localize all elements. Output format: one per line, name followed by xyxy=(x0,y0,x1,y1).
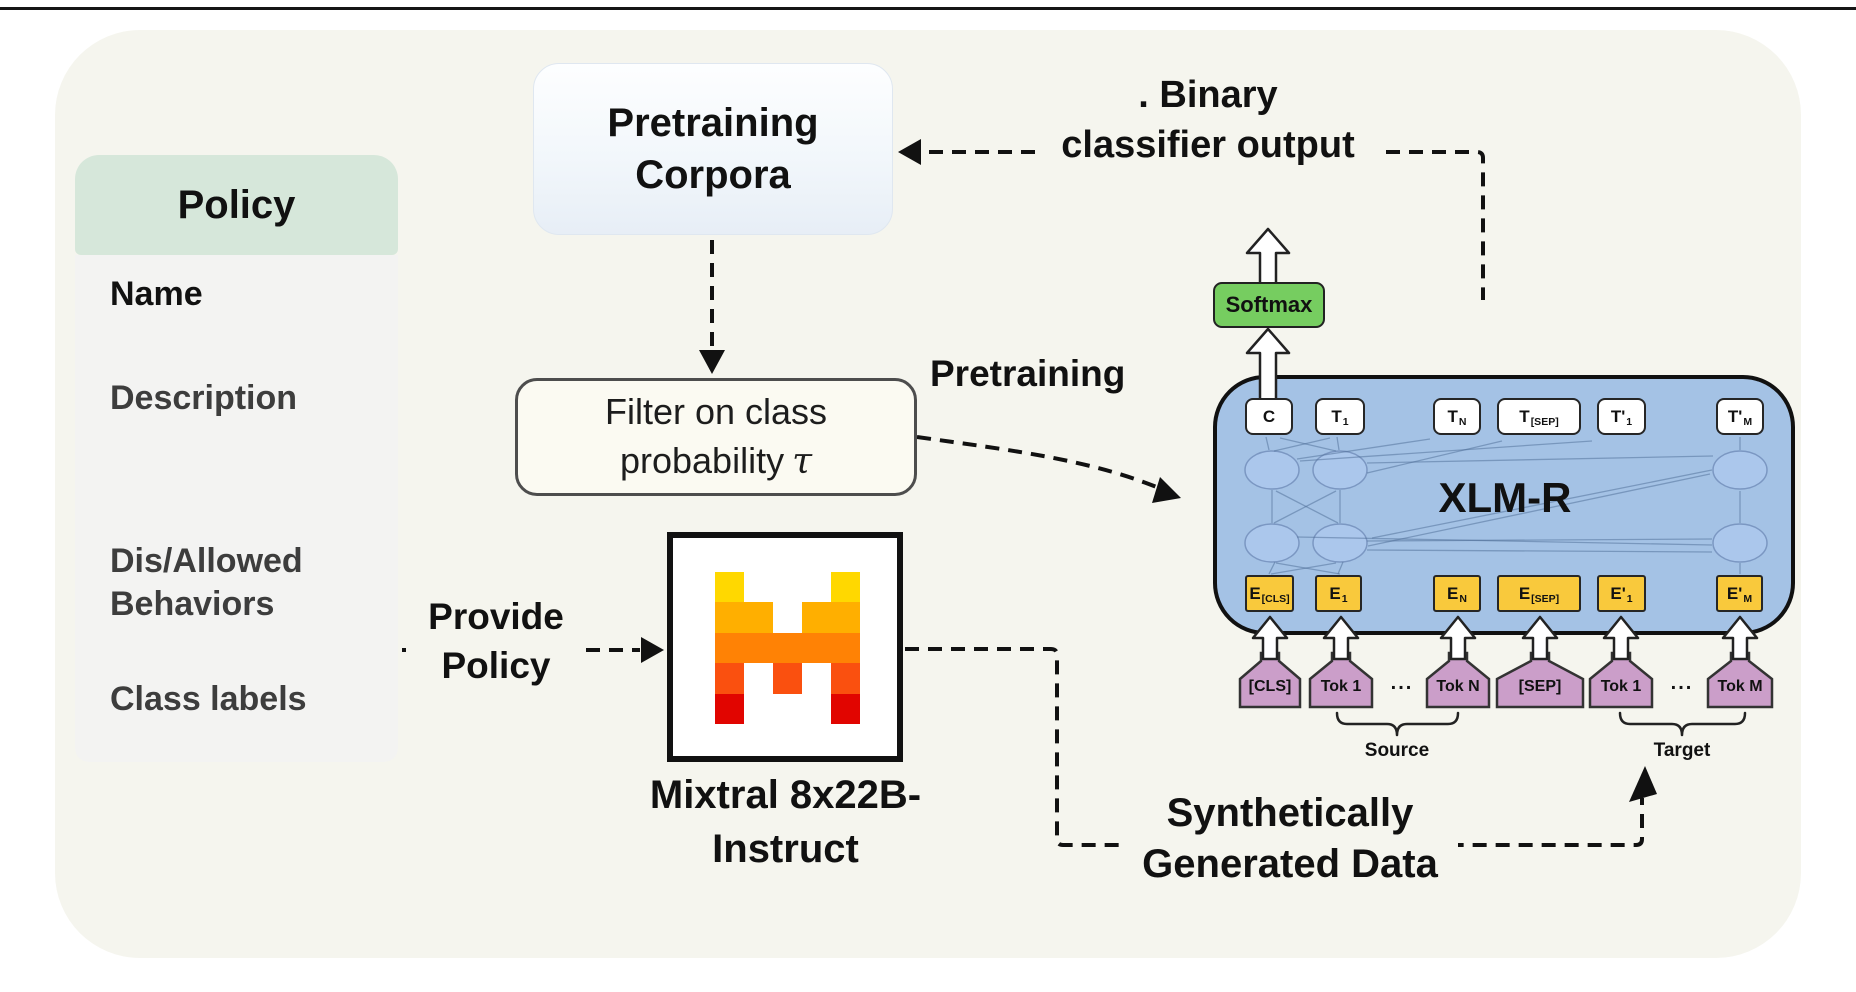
output-token-box: C xyxy=(1245,398,1293,435)
policy-item-name: Name xyxy=(110,275,203,313)
mixtral-box xyxy=(667,532,903,762)
target-brace xyxy=(1618,711,1747,737)
input-arrow xyxy=(1721,615,1759,661)
filter-to-xlmr-dash xyxy=(916,435,1167,493)
filter-line1: Filter on class xyxy=(604,390,828,432)
output-token-box: T'M xyxy=(1716,398,1764,435)
input-arrow xyxy=(1602,615,1640,661)
input-token-label: [SEP] xyxy=(1518,678,1562,695)
logo-pixel xyxy=(831,663,860,694)
softmax-output-arrow xyxy=(1245,227,1291,286)
arrowhead-into-target xyxy=(1629,766,1657,802)
input-arrow xyxy=(1251,615,1289,661)
provide-policy-label: Provide Policy xyxy=(406,586,586,698)
logo-pixel xyxy=(744,602,773,633)
input-token-pentagon xyxy=(1706,651,1774,709)
input-token-pentagon xyxy=(1308,651,1374,709)
logo-pixel xyxy=(802,602,831,633)
top-rule xyxy=(0,7,1856,10)
arrowhead-into-mixtral xyxy=(641,637,664,663)
logo-pixel xyxy=(831,572,860,603)
logo-pixel xyxy=(802,663,831,693)
arrowhead-into-corpora xyxy=(898,139,921,165)
output-token-box: T[SEP] xyxy=(1497,398,1581,435)
logo-pixel xyxy=(744,694,773,724)
arrowhead-into-xlmr xyxy=(1152,477,1181,503)
pretraining-label: Pretraining xyxy=(930,353,1126,394)
target-ellipsis: ... xyxy=(1670,672,1694,694)
binary-classifier-label: . Binary classifier output xyxy=(1061,74,1355,167)
policy-item-class-labels: Class labels xyxy=(110,680,307,718)
input-token-pentagon xyxy=(1425,651,1491,709)
policy-item-description: Description xyxy=(110,379,298,417)
logo-pixel xyxy=(802,632,831,664)
logo-pixel xyxy=(802,572,831,602)
logo-pixel xyxy=(744,663,773,693)
input-token-label: [CLS] xyxy=(1248,678,1292,695)
pretraining-corpora-box: Pretraining Corpora xyxy=(533,63,893,235)
logo-pixel xyxy=(715,572,744,603)
input-token-pentagon xyxy=(1495,651,1585,709)
attention-lines xyxy=(1265,436,1741,575)
logo-pixel xyxy=(773,632,802,664)
embedding-box: E[SEP] xyxy=(1497,575,1581,612)
softmax-box: Softmax xyxy=(1213,282,1325,328)
tau-symbol: τ xyxy=(792,440,812,482)
mistral-logo xyxy=(715,572,860,724)
logo-pixel xyxy=(773,572,802,602)
input-token-pentagon xyxy=(1588,651,1654,709)
logo-pixel xyxy=(831,632,860,664)
input-arrow xyxy=(1521,615,1559,661)
logo-pixel xyxy=(715,693,744,724)
policy-item-behaviors: Dis/Allowed Behaviors xyxy=(110,542,303,623)
cls-to-softmax-arrow xyxy=(1245,327,1291,404)
input-token-label: Tok 1 xyxy=(1320,678,1362,695)
xlmr-box xyxy=(1213,375,1795,635)
source-label: Source xyxy=(1364,740,1430,761)
logo-pixel xyxy=(773,602,802,632)
source-ellipsis: ... xyxy=(1390,672,1414,694)
policy-panel-header: Policy xyxy=(75,155,398,255)
softmax-to-binary-dash xyxy=(1386,150,1485,300)
input-arrow xyxy=(1322,615,1360,661)
target-label: Target xyxy=(1653,740,1711,761)
logo-pixel xyxy=(715,632,744,664)
logo-pixel xyxy=(831,693,860,724)
input-token-label: Tok M xyxy=(1717,678,1763,695)
synthetic-data-label: Synthetically Generated Data xyxy=(1122,786,1458,892)
input-token-label: Tok 1 xyxy=(1600,678,1642,695)
logo-pixel xyxy=(744,572,773,602)
logo-pixel xyxy=(715,602,744,633)
mixtral-caption: Mixtral 8x22B- Instruct xyxy=(649,773,922,871)
logo-pixel xyxy=(715,663,744,694)
logo-pixel xyxy=(831,602,860,633)
logo-pixel xyxy=(802,694,831,724)
input-arrow xyxy=(1439,615,1477,661)
logo-pixel xyxy=(773,663,802,694)
logo-pixel xyxy=(773,694,802,724)
input-token-pentagon xyxy=(1238,651,1302,709)
embedding-box: E'M xyxy=(1716,575,1763,612)
source-brace xyxy=(1335,711,1460,737)
xlmr-title: XLM-R xyxy=(1438,474,1572,521)
mixtral-to-target-dash xyxy=(905,647,1644,847)
logo-pixel xyxy=(744,632,773,664)
arrowhead-into-filter xyxy=(699,350,725,374)
input-token-label: Tok N xyxy=(1436,678,1480,695)
policy-panel-body: Name Description Dis/Allowed Behaviors C… xyxy=(75,255,398,762)
hidden-unit-ellipses xyxy=(1244,450,1768,563)
embedding-box: E[CLS] xyxy=(1245,575,1294,612)
output-token-box: T'1 xyxy=(1597,398,1646,435)
embedding-box: E'1 xyxy=(1597,575,1646,612)
